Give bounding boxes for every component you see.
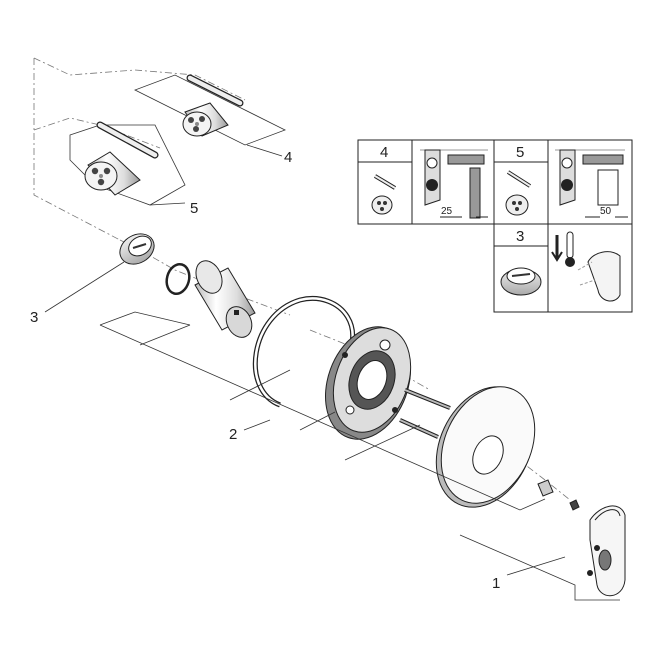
cell-5-cartridge-icon	[505, 170, 532, 216]
callout-5: 5	[190, 200, 198, 217]
cartridge-4	[182, 102, 229, 137]
hot-water-handle-icon	[551, 231, 621, 302]
cell-4-cartridge-icon	[371, 174, 397, 215]
leader-2	[99, 311, 546, 511]
callout-2: 2	[229, 426, 237, 443]
table-header-4: 4	[380, 144, 388, 161]
table-header-5: 5	[516, 144, 524, 161]
cell-5-section-drawing: 50	[555, 149, 628, 218]
reference-table: 4 5 3 25	[357, 139, 633, 313]
dim-50: 50	[600, 206, 612, 217]
table-header-3: 3	[516, 228, 524, 245]
spindle-rod-5	[96, 121, 159, 159]
cell-4-section-drawing: 25	[420, 149, 488, 219]
mounting-plate	[324, 326, 412, 440]
dim-25: 25	[441, 206, 453, 217]
escutcheon-plate	[435, 386, 536, 508]
o-ring	[165, 262, 191, 296]
adapter	[537, 479, 580, 511]
part-3-knob	[44, 233, 155, 313]
callout-4: 4	[284, 149, 292, 166]
mounting-screws	[399, 388, 451, 439]
leader-1	[459, 534, 620, 601]
callout-1: 1	[492, 575, 500, 592]
callout-3: 3	[30, 309, 38, 326]
cartridge-5	[84, 151, 141, 196]
spindle-rod-4	[186, 74, 244, 107]
lever-handle	[587, 505, 626, 597]
cell-3-knob-icon	[500, 267, 542, 296]
retaining-ring	[252, 296, 356, 408]
sleeve	[194, 260, 256, 338]
cartridge-4-group	[134, 74, 286, 157]
cartridge-5-group	[69, 121, 186, 206]
